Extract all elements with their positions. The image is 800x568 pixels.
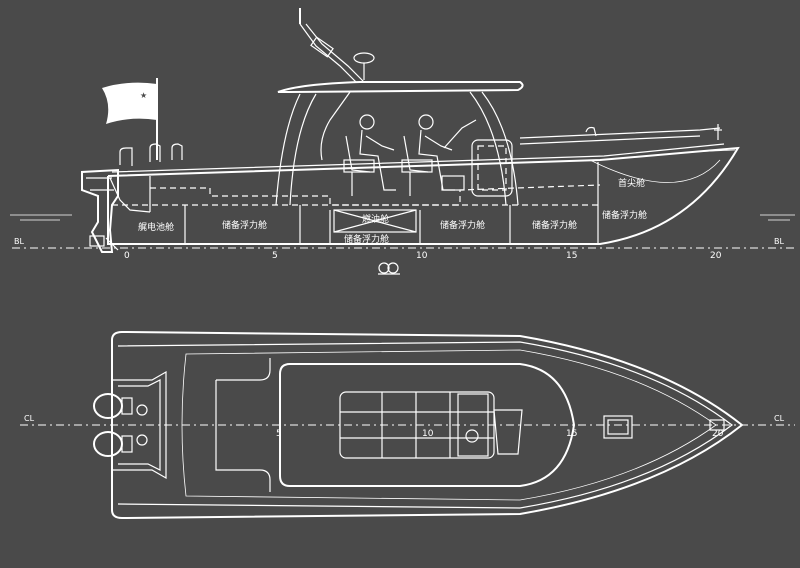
label-bow-tip: 首尖舱 — [618, 177, 645, 189]
label-buoyancy-2: 储备浮力舱 — [344, 233, 389, 245]
profile-tick-5: 5 — [272, 251, 278, 261]
plan-view: CL CL — [20, 330, 795, 520]
svg-text:★: ★ — [140, 91, 147, 100]
waterline — [10, 214, 795, 221]
hull-outline — [107, 146, 740, 245]
label-buoyancy-3: 储备浮力舱 — [440, 219, 485, 231]
profile-tick-15: 15 — [566, 251, 577, 261]
stern-rails — [109, 143, 183, 213]
label-buoyancy-1: 储备浮力舱 — [222, 219, 267, 231]
profile-tick-10: 10 — [416, 251, 428, 261]
profile-frame-scale: 0 5 10 15 20 — [124, 251, 722, 261]
label-aft-battery: 艉电池舱 — [138, 221, 174, 233]
t-top — [275, 8, 524, 206]
hardtop-plan — [279, 363, 576, 487]
outboard-motor — [81, 168, 119, 253]
plan-hull-outer — [111, 330, 744, 520]
label-fuel-tank: 燃油舱 — [362, 213, 389, 225]
midship-symbol — [378, 262, 400, 275]
plan-tick-15: 15 — [566, 429, 577, 439]
crew-and-console — [343, 114, 513, 197]
plan-tick-20: 20 — [712, 429, 724, 439]
profile-tick-0: 0 — [124, 251, 130, 261]
centerline-label-right: CL — [774, 414, 785, 423]
baseline-label-left: BL — [14, 237, 24, 246]
centerline-label-left: CL — [24, 414, 35, 423]
plan-frame-scale: 5 10 15 20 — [276, 429, 724, 439]
plan-tick-5: 5 — [276, 429, 282, 439]
baseline-label-right: BL — [774, 237, 784, 246]
profile-tick-20: 20 — [710, 251, 722, 261]
label-buoyancy-4: 储备浮力舱 — [532, 219, 577, 231]
twin-outboards — [93, 393, 148, 457]
label-buoyancy-5: 储备浮力舱 — [602, 209, 647, 221]
plan-tick-10: 10 — [422, 429, 434, 439]
flag: ★ — [102, 78, 158, 160]
bow-rail — [519, 124, 722, 145]
profile-view: 艉电池舱 储备浮力舱 燃油舱 储备浮力舱 储备浮力舱 储备浮力舱 储备浮力舱 首… — [10, 8, 795, 275]
bulkheads — [184, 162, 599, 244]
